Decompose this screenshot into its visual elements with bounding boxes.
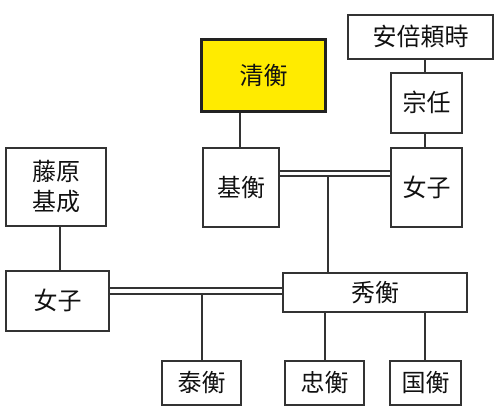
node-label: 女子 [33,287,82,315]
node-motohira: 基衡 [202,147,280,228]
node-fujiwara-motonari: 藤原 基成 [5,147,107,227]
node-abe-yoritoki: 安倍頼時 [347,14,494,60]
node-label: 国衡 [401,369,450,397]
node-kunihira: 国衡 [389,360,462,406]
node-yasuhira: 泰衡 [161,360,242,406]
node-label: 秀衡 [351,278,399,307]
node-kiyohira: 清衡 [200,38,327,113]
node-tadahira: 忠衡 [284,360,365,406]
node-label: 泰衡 [177,369,226,397]
node-label: 基衡 [217,173,265,202]
node-daughter-motonari: 女子 [5,270,110,332]
node-label: 女子 [402,173,451,202]
node-label: 藤原 基成 [32,158,80,216]
node-hidehira: 秀衡 [282,272,468,313]
node-label: 忠衡 [300,369,349,397]
node-label: 安倍頼時 [372,23,469,51]
node-label: 清衡 [239,61,288,90]
node-daughter-muneto: 女子 [390,147,463,228]
node-muneto: 宗任 [390,72,463,134]
node-label: 宗任 [402,89,451,117]
